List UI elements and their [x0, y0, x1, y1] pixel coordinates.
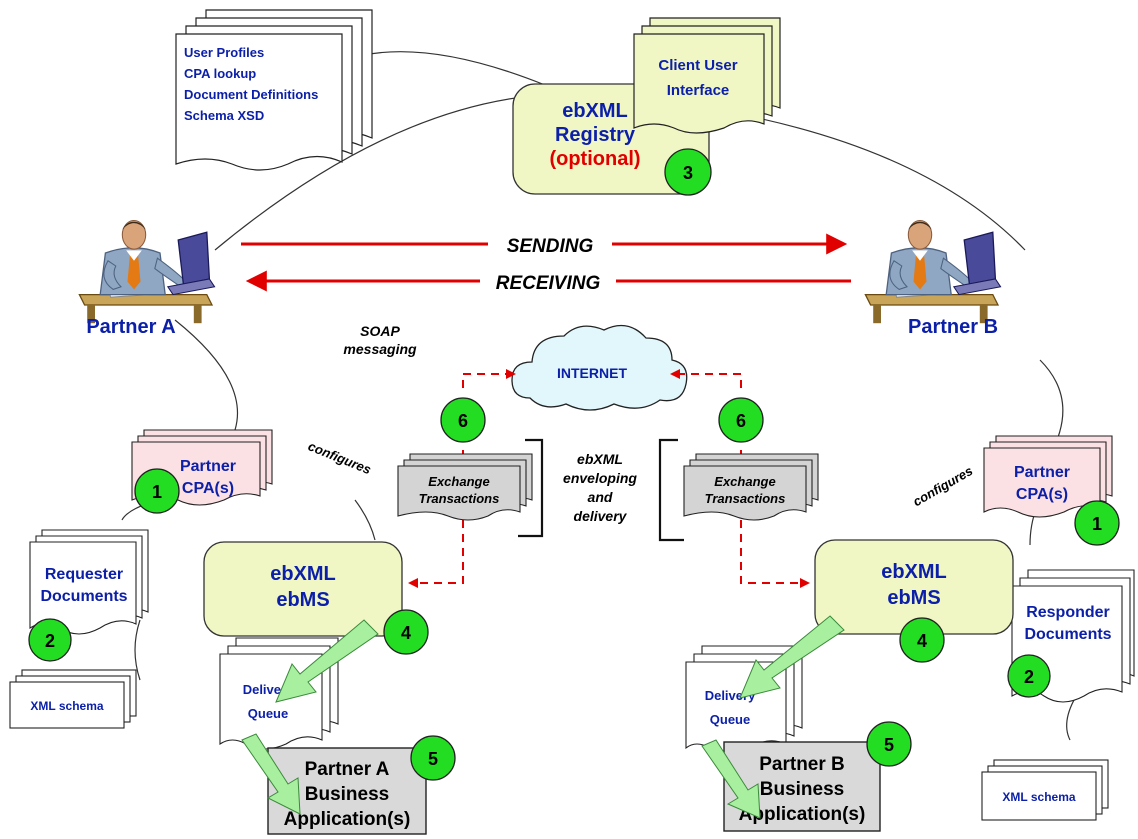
partner-a-figure	[78, 219, 216, 324]
partner-a-ebms-badge: 4	[383, 609, 429, 655]
partner-a-cpa-badge-number: 1	[152, 482, 162, 502]
partner-b-ebms-box: ebXML ebMS	[814, 539, 1014, 635]
partner-a-tx-line2: Transactions	[419, 491, 500, 506]
partner-b-tx-line2: Transactions	[705, 491, 786, 506]
partner-a-tx-line1: Exchange	[428, 474, 489, 489]
partner-b-label: Partner B	[908, 316, 998, 338]
partner-a-app-line2: Business	[305, 784, 389, 805]
partner-b-queue-line2: Queue	[710, 712, 750, 727]
partner-b-tx-badge: 6	[718, 397, 764, 443]
partner-a-tx-badge: 6	[440, 397, 486, 443]
partner-b-app-line3: Application(s)	[739, 804, 866, 825]
registry-doc-document-definitions: Document Definitions	[184, 87, 318, 102]
receiving-label: RECEIVING	[496, 273, 601, 294]
partner-b-cpa-badge-number: 1	[1092, 514, 1102, 534]
partner-b-ebms-badge: 4	[899, 617, 945, 663]
registry-title-line2: Registry	[555, 124, 636, 146]
sending-arrow: SENDING	[241, 232, 848, 257]
partner-a-queue-line2: Queue	[248, 706, 288, 721]
partner-b-cpa-stack: Partner CPA(s)	[983, 435, 1113, 518]
partner-a-docs-line2: Documents	[40, 588, 127, 605]
partner-b-schema-stack: XML schema	[981, 759, 1109, 821]
partner-b-ebms-line1: ebXML	[881, 561, 947, 583]
partner-a-queue-to-app-arrow	[241, 733, 301, 815]
partner-a-docs-badge-number: 2	[45, 631, 55, 651]
partner-a-app-line1: Partner A	[305, 759, 390, 780]
partner-a-tx-badge-number: 6	[458, 411, 468, 431]
partner-a-configures-label: configures	[306, 438, 373, 477]
partner-b-app-badge: 5	[866, 721, 912, 767]
partner-a-ebms-box: ebXML ebMS	[203, 541, 403, 637]
partner-b-app-line2: Business	[760, 779, 844, 800]
partner-b-schema-label: XML schema	[1002, 790, 1075, 804]
partner-a-schema-stack: XML schema	[9, 669, 137, 729]
partner-a-label: Partner A	[86, 316, 175, 338]
registry-badge-number: 3	[683, 163, 693, 183]
envelope-line1: ebXML	[577, 451, 623, 467]
partner-a-app-badge: 5	[410, 735, 456, 781]
partner-b-docs-badge: 2	[1007, 654, 1051, 698]
receiving-arrow: RECEIVING	[245, 269, 851, 294]
partner-b-cpa-badge: 1	[1074, 500, 1120, 546]
partner-b-ebms-line2: ebMS	[887, 587, 940, 609]
partner-b-app-box: Partner B Business Application(s)	[723, 741, 881, 832]
registry-doc-schema-xsd: Schema XSD	[184, 108, 264, 123]
partner-b-cpa-line1: Partner	[1014, 464, 1070, 481]
registry-docs-stack: User Profiles CPA lookup Document Defini…	[175, 9, 373, 171]
partner-b-queue-to-app-arrow	[701, 739, 761, 819]
partner-b-docs-line1: Responder	[1026, 604, 1110, 621]
partner-a-docs-stack: Requester Documents	[29, 529, 149, 635]
partner-a-cpa-line2: CPA(s)	[182, 480, 234, 497]
partner-b-cpa-line2: CPA(s)	[1016, 486, 1068, 503]
partner-b-ebms-badge-number: 4	[917, 631, 927, 651]
partner-a-queue-stack: Delivery Queue	[219, 637, 339, 750]
partner-a-app-line3: Application(s)	[284, 809, 411, 830]
partner-b-docs-badge-number: 2	[1024, 667, 1034, 687]
envelope-bracket-left	[518, 438, 544, 538]
registry-doc-cpa-lookup: CPA lookup	[184, 66, 256, 81]
soap-label-line2: messaging	[343, 341, 417, 357]
partner-a-ebms-badge-number: 4	[401, 623, 411, 643]
partner-b-docs-line2: Documents	[1024, 626, 1111, 643]
partner-b-tx-line1: Exchange	[714, 474, 775, 489]
partner-a-schema-label: XML schema	[30, 699, 103, 713]
internet-cloud: INTERNET	[511, 324, 688, 411]
partner-b-exchange-transactions: Exchange Transactions	[683, 453, 819, 521]
partner-a-cpa-badge: 1	[134, 468, 180, 514]
partner-a-docs-line1: Requester	[45, 566, 123, 583]
envelope-line4: delivery	[574, 508, 628, 524]
partner-b-tx-badge-number: 6	[736, 411, 746, 431]
partner-a-cpa-line1: Partner	[180, 458, 236, 475]
envelope-label: ebXML enveloping and delivery	[563, 451, 637, 524]
client-ui-stack: Client User Interface	[633, 17, 781, 134]
partner-a-ebms-line1: ebXML	[270, 563, 336, 585]
client-ui-line2: Interface	[667, 82, 730, 99]
partner-a-ebms-to-queue-arrow	[275, 619, 379, 703]
partner-b-app-badge-number: 5	[884, 735, 894, 755]
partner-b-app-line1: Partner B	[759, 754, 845, 775]
partner-a-docs-badge: 2	[28, 618, 72, 662]
registry-title-line1: ebXML	[562, 100, 628, 122]
registry-badge: 3	[664, 148, 712, 196]
sending-label: SENDING	[507, 236, 594, 257]
partner-a-ebms-line2: ebMS	[276, 589, 329, 611]
partner-a-exchange-transactions: Exchange Transactions	[397, 453, 533, 521]
registry-optional-label: (optional)	[549, 148, 640, 170]
soap-label-line1: SOAP	[360, 323, 400, 339]
envelope-line3: and	[588, 489, 613, 505]
client-ui-line1: Client User	[658, 57, 737, 74]
envelope-line2: enveloping	[563, 470, 637, 486]
partner-b-figure	[864, 219, 1002, 324]
internet-label: INTERNET	[557, 365, 627, 381]
partner-b-configures-label: configures	[910, 463, 975, 509]
partner-b-ebms-to-queue-arrow	[739, 615, 845, 699]
partner-a-app-badge-number: 5	[428, 749, 438, 769]
registry-doc-user-profiles: User Profiles	[184, 45, 264, 60]
envelope-bracket-right	[658, 438, 684, 542]
